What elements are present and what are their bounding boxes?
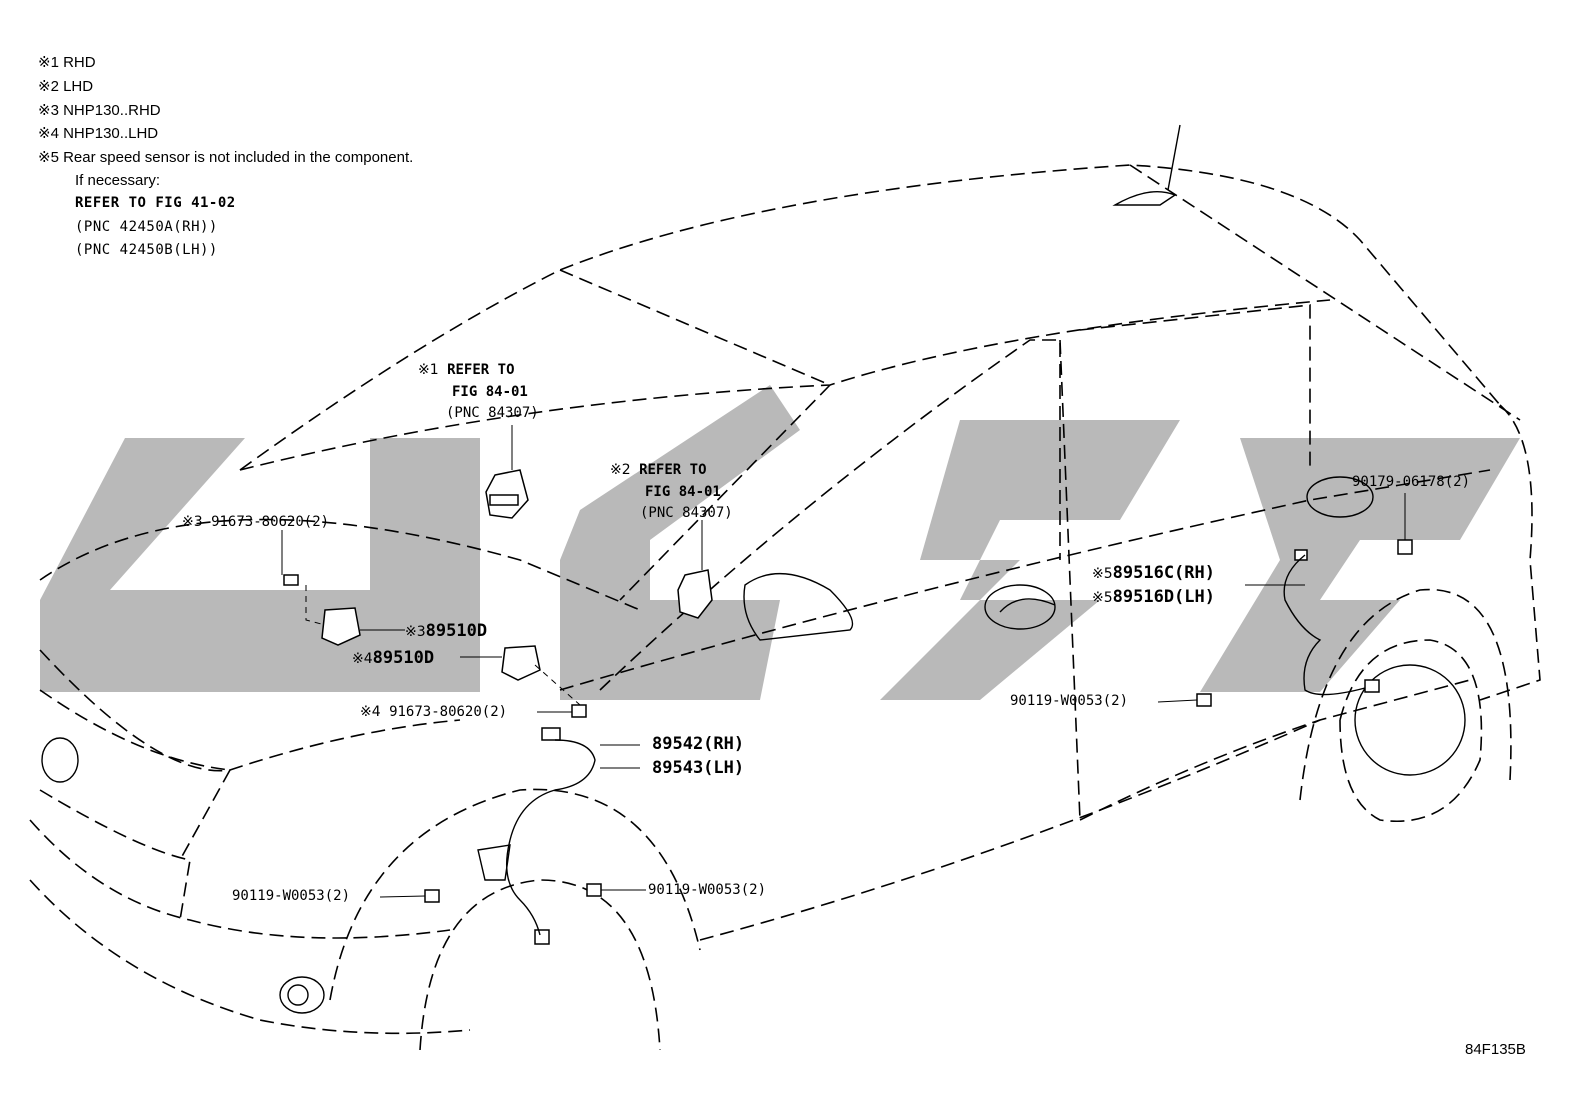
callout-ref2-fig: FIG 84-01 bbox=[645, 484, 721, 500]
callout-89543-lh: 89543(LH) bbox=[652, 758, 745, 778]
callout-bolt-91673-rh: ※3 91673-80620(2) bbox=[182, 514, 330, 530]
callout-ref2-pnc: (PNC 84307) bbox=[640, 505, 733, 521]
door-handle-front bbox=[984, 584, 1056, 630]
note-pnc-rh: (PNC 42450A(RH)) bbox=[75, 219, 218, 235]
note-lhd: ※2 LHD bbox=[38, 78, 94, 95]
parts bbox=[283, 469, 1413, 945]
rear-wire bbox=[1283, 554, 1366, 696]
rear-wheel bbox=[1354, 664, 1466, 776]
antenna-base bbox=[1112, 190, 1177, 206]
note-nhp130-rhd: ※3 NHP130..RHD bbox=[38, 102, 161, 119]
note-nhp130-lhd: ※4 NHP130..LHD bbox=[38, 125, 159, 142]
bolt-90119-front-left bbox=[424, 889, 440, 903]
part-89510d-rh bbox=[321, 607, 361, 646]
note-rear-sensor: ※5 Rear speed sensor is not included in … bbox=[38, 149, 414, 166]
door-mirror bbox=[743, 573, 854, 641]
callout-89516d-lh: ※589516D(LH) bbox=[1092, 587, 1215, 607]
part-ref2 bbox=[677, 569, 713, 619]
part-89510d-lh bbox=[501, 645, 541, 681]
note-refer-fig: REFER TO FIG 41-02 bbox=[75, 195, 236, 211]
bolt-90119-rear bbox=[1196, 693, 1212, 707]
callout-bolt-91673-lh: ※4 91673-80620(2) bbox=[360, 704, 508, 720]
part-ref1 bbox=[485, 469, 529, 519]
note-rhd: ※1 RHD bbox=[38, 54, 96, 71]
bolt-90119-front-right bbox=[586, 883, 602, 897]
note-if-necessary: If necessary: bbox=[75, 172, 161, 189]
callout-bolt-90119-front-left: 90119-W0053(2) bbox=[232, 888, 351, 904]
callout-89516c-rh: ※589516C(RH) bbox=[1092, 563, 1215, 583]
antenna-rod bbox=[1167, 124, 1181, 191]
callout-bolt-90119-rear: 90119-W0053(2) bbox=[1010, 693, 1129, 709]
callout-89510d-lh: ※489510D bbox=[352, 648, 435, 668]
callout-ref1-pnc: (PNC 84307) bbox=[446, 405, 539, 421]
callout-89542-rh: 89542(RH) bbox=[652, 734, 745, 754]
bolt-91673-rh bbox=[283, 574, 299, 586]
front-sensor-head bbox=[534, 929, 550, 945]
rear-sensor-connector bbox=[1294, 549, 1308, 561]
rear-sensor-head bbox=[1364, 679, 1380, 693]
leader-lines bbox=[281, 425, 1406, 898]
headlamp-bulb bbox=[41, 737, 79, 783]
car-details bbox=[41, 124, 1466, 1014]
body-lines bbox=[29, 164, 1541, 1051]
callout-ref1: ※1 REFER TO bbox=[418, 362, 515, 378]
callout-89510d-rh: ※389510D bbox=[405, 621, 488, 641]
figure-code: 84F135B bbox=[1465, 1041, 1526, 1058]
front-sensor-connector bbox=[541, 727, 561, 741]
callout-clip-90179: 90179-06178(2) bbox=[1352, 474, 1471, 490]
door-handle-rear bbox=[1306, 476, 1374, 518]
callout-ref2: ※2 REFER TO bbox=[610, 462, 707, 478]
wires bbox=[477, 554, 1366, 936]
fog-lamp bbox=[279, 976, 325, 1014]
clip-90179 bbox=[1397, 539, 1413, 555]
bolt-91673-lh bbox=[571, 704, 587, 718]
front-wire bbox=[505, 739, 596, 936]
callout-bolt-90119-front-right: 90119-W0053(2) bbox=[648, 882, 767, 898]
note-pnc-lh: (PNC 42450B(LH)) bbox=[75, 242, 218, 258]
callout-ref1-fig: FIG 84-01 bbox=[452, 384, 528, 400]
